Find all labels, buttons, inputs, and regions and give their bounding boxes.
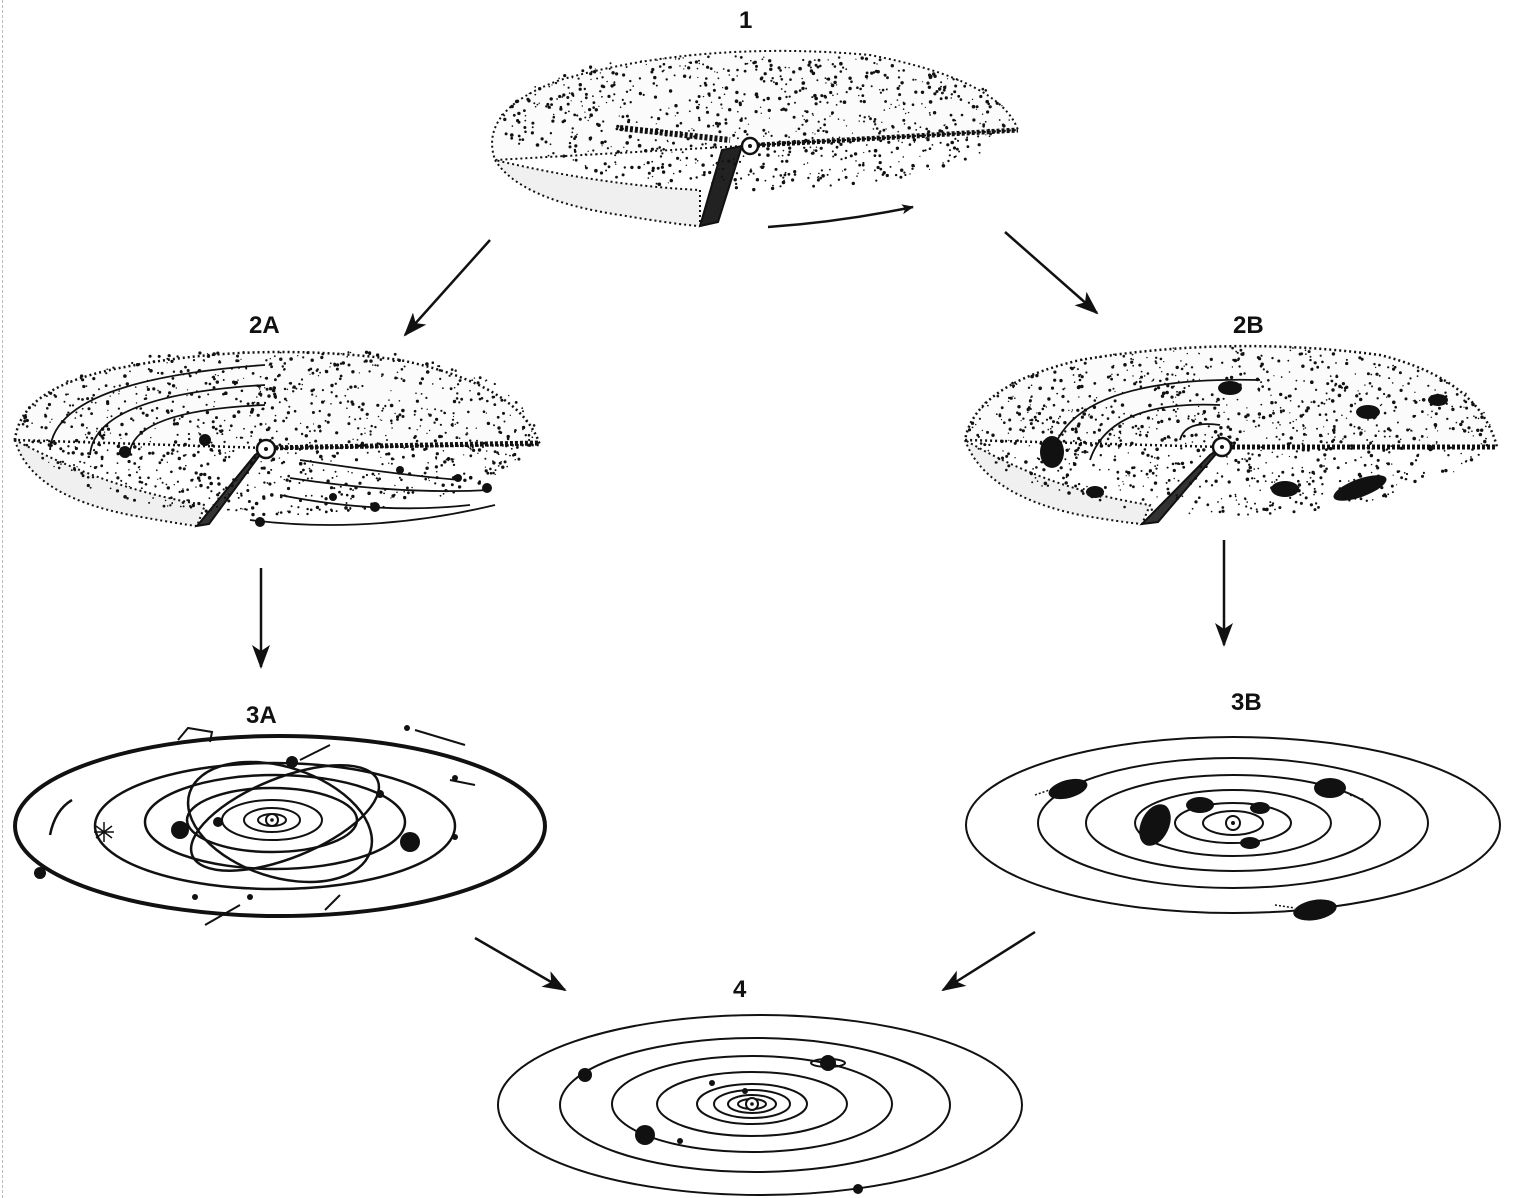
sun-symbol-icon — [742, 138, 758, 154]
arrow-3b-to-4 — [943, 932, 1035, 990]
stage-1-disk — [492, 51, 1018, 227]
stage-label-1: 1 — [739, 7, 752, 34]
sun-symbol-icon — [1226, 816, 1240, 830]
stage-2a-disk — [15, 351, 540, 527]
stage-label-2a: 2A — [249, 312, 280, 339]
arrow-1-to-2b — [1005, 232, 1097, 313]
collision-burst-icon — [94, 822, 114, 842]
stage-3b-system — [966, 737, 1500, 924]
sun-symbol-icon — [746, 1098, 758, 1110]
stage-3a-system — [15, 725, 545, 925]
sun-symbol-icon — [257, 440, 275, 458]
stage-4-system — [498, 1015, 1022, 1195]
stage-label-3a: 3A — [246, 702, 277, 729]
arrow-3a-to-4 — [475, 938, 565, 990]
sun-symbol-icon — [266, 814, 278, 826]
sun-symbol-icon — [1213, 438, 1231, 456]
stage-2b-disk — [965, 346, 1497, 524]
stage-label-4: 4 — [733, 976, 747, 1003]
transition-arrows — [261, 232, 1224, 990]
arrow-1-to-2a — [405, 240, 490, 335]
stage-label-3b: 3B — [1231, 689, 1262, 716]
rotation-arrow — [768, 207, 913, 227]
stage-label-2b: 2B — [1233, 312, 1264, 339]
